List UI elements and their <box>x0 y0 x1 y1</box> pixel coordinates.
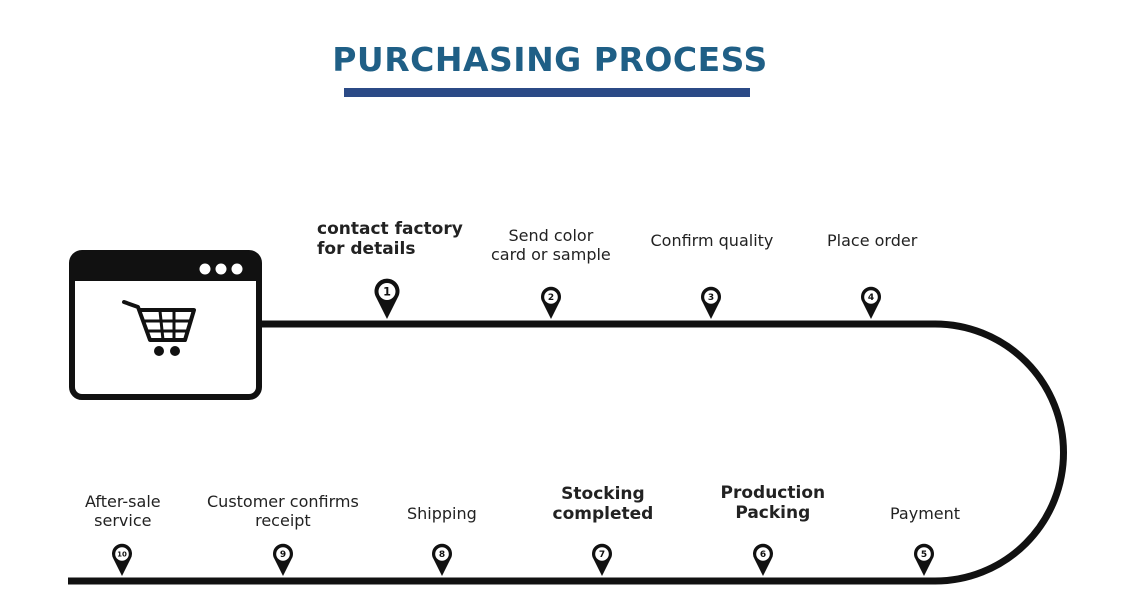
step-4-label-line: Place order <box>827 231 918 250</box>
step-8-map-pin-icon: 8 <box>432 543 452 576</box>
step-9-number: 9 <box>280 550 286 560</box>
step-6-label-line: Production <box>720 483 826 503</box>
step-1-map-pin-icon: 1 <box>374 278 400 319</box>
step-3-label: Confirm quality <box>651 231 774 250</box>
step-5-label-line: Payment <box>890 504 961 523</box>
step-8-label-line: Shipping <box>407 504 477 523</box>
step-5-map-pin-icon: 5 <box>913 543 935 576</box>
browser-window-icon <box>69 250 262 400</box>
step-8-number: 8 <box>439 550 445 560</box>
step-6-map-pin-icon: 6 <box>753 543 774 576</box>
step-8-label: Shipping <box>407 504 477 523</box>
step-7-map-pin-icon: 7 <box>592 543 613 576</box>
shopping-cart-icon <box>122 300 196 356</box>
step-9-label-line: Customer confirms <box>207 492 359 511</box>
step-1-number: 1 <box>383 286 391 299</box>
step-7-number: 7 <box>599 550 605 560</box>
step-9-map-pin-icon: 9 <box>272 543 293 576</box>
step-5-number: 5 <box>921 550 927 560</box>
page-title: PURCHASING PROCESS <box>332 40 768 79</box>
process-path <box>68 320 1067 585</box>
step-1-label-line: contact factory <box>317 219 463 239</box>
step-3-number: 3 <box>708 293 714 303</box>
step-3-label-line: Confirm quality <box>650 231 774 250</box>
step-2-label-line: Send color <box>508 226 594 245</box>
step-7-label-line: Stocking <box>561 484 645 504</box>
step-2-number: 2 <box>548 293 554 303</box>
title-underline <box>344 88 750 97</box>
step-1-label-line: for details <box>317 239 416 260</box>
step-5-label: Payment <box>890 504 960 523</box>
step-6-label-line: Packing <box>735 503 811 524</box>
step-10-label-line: service <box>94 511 152 531</box>
step-2-map-pin-icon: 2 <box>541 286 561 319</box>
step-10-label-line: After-sale <box>85 492 161 511</box>
step-3-map-pin-icon: 3 <box>701 286 722 319</box>
step-2-label-line: card or sample <box>491 245 611 265</box>
step-7-label-line: completed <box>552 504 654 525</box>
step-4-map-pin-icon: 4 <box>861 286 882 319</box>
step-4-number: 4 <box>868 293 874 303</box>
step-9-label-line: receipt <box>255 511 311 531</box>
step-10-map-pin-icon: 10 <box>112 543 133 576</box>
step-6-number: 6 <box>760 550 766 560</box>
step-10-number: 10 <box>117 551 127 559</box>
step-4-label: Place order <box>827 231 917 250</box>
